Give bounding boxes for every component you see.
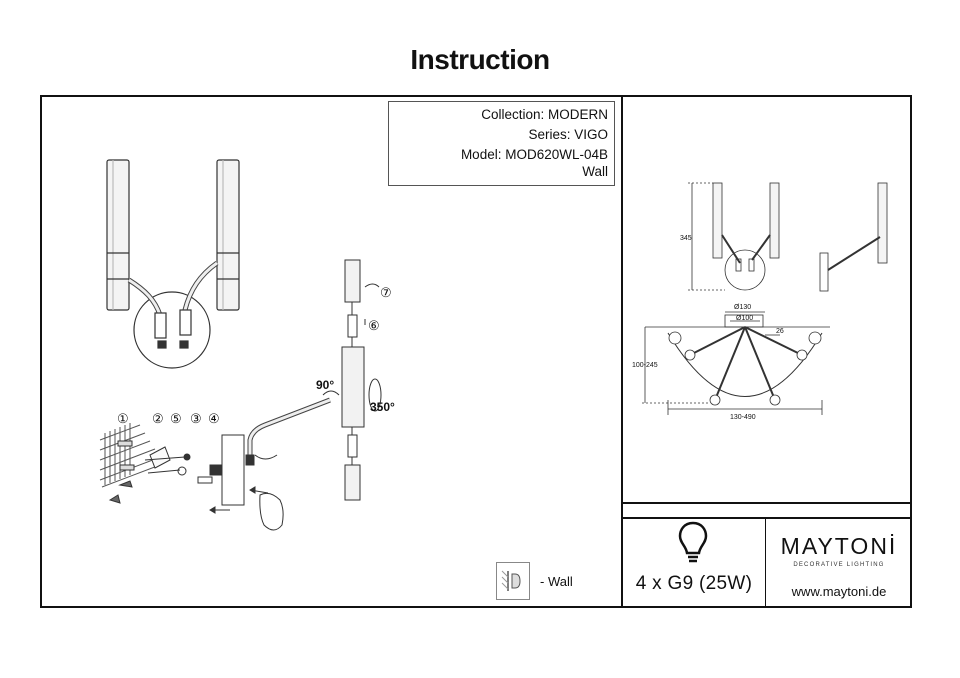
series-label: Series: VIGO	[528, 127, 608, 142]
bulb-icon	[678, 521, 708, 563]
step-label-6: ⑥	[368, 318, 380, 333]
dim-width: 130-490	[730, 414, 756, 421]
dim-26: 26	[776, 328, 784, 335]
divider-horizontal-1	[622, 502, 911, 504]
divider-horizontal-2	[622, 517, 911, 519]
model-label: Model: MOD620WL-04B	[460, 147, 608, 162]
product-front-view	[106, 159, 240, 369]
dim-height: 345	[680, 235, 692, 242]
dim-depth: 100-245	[632, 362, 658, 369]
brand-logo: MAYTONİ	[780, 533, 898, 559]
instruction-frame	[40, 95, 912, 608]
divider-bottom	[765, 518, 766, 607]
mount-label: Wall	[582, 164, 608, 179]
step-label-5: ⑤	[170, 411, 182, 426]
product-info-box: Collection: MODERN Series: VIGO Model: M…	[388, 101, 615, 186]
dim-d130: Ø130	[734, 304, 751, 311]
step-label-7: ⑦	[380, 285, 392, 300]
page-title: Instruction	[410, 44, 550, 75]
bulb-spec: 4 x G9 (25W)	[635, 573, 753, 594]
divider-vertical	[621, 96, 623, 607]
assembly-diagram: ① ② ⑤ ③ ④ ⑥ ⑦ 90° 350°	[99, 259, 395, 531]
dim-d100: Ø100	[736, 315, 753, 322]
step-label-3: ③	[190, 411, 202, 426]
collection-label: Collection: MODERN	[481, 107, 608, 122]
brand-tagline: DECORATIVE LIGHTING	[793, 562, 885, 568]
angle-350-label: 350°	[370, 400, 395, 414]
wall-mount-icon	[496, 562, 530, 600]
step-label-2: ②	[152, 411, 164, 426]
step-label-4: ④	[208, 411, 220, 426]
brand-website[interactable]: www.maytoni.de	[791, 584, 887, 599]
dimension-drawing: 345 Ø130 Ø100 26 100-245 130-490	[632, 182, 888, 421]
angle-90-label: 90°	[316, 378, 334, 392]
wall-legend-label: - Wall	[540, 574, 573, 589]
step-label-1: ①	[117, 411, 129, 426]
